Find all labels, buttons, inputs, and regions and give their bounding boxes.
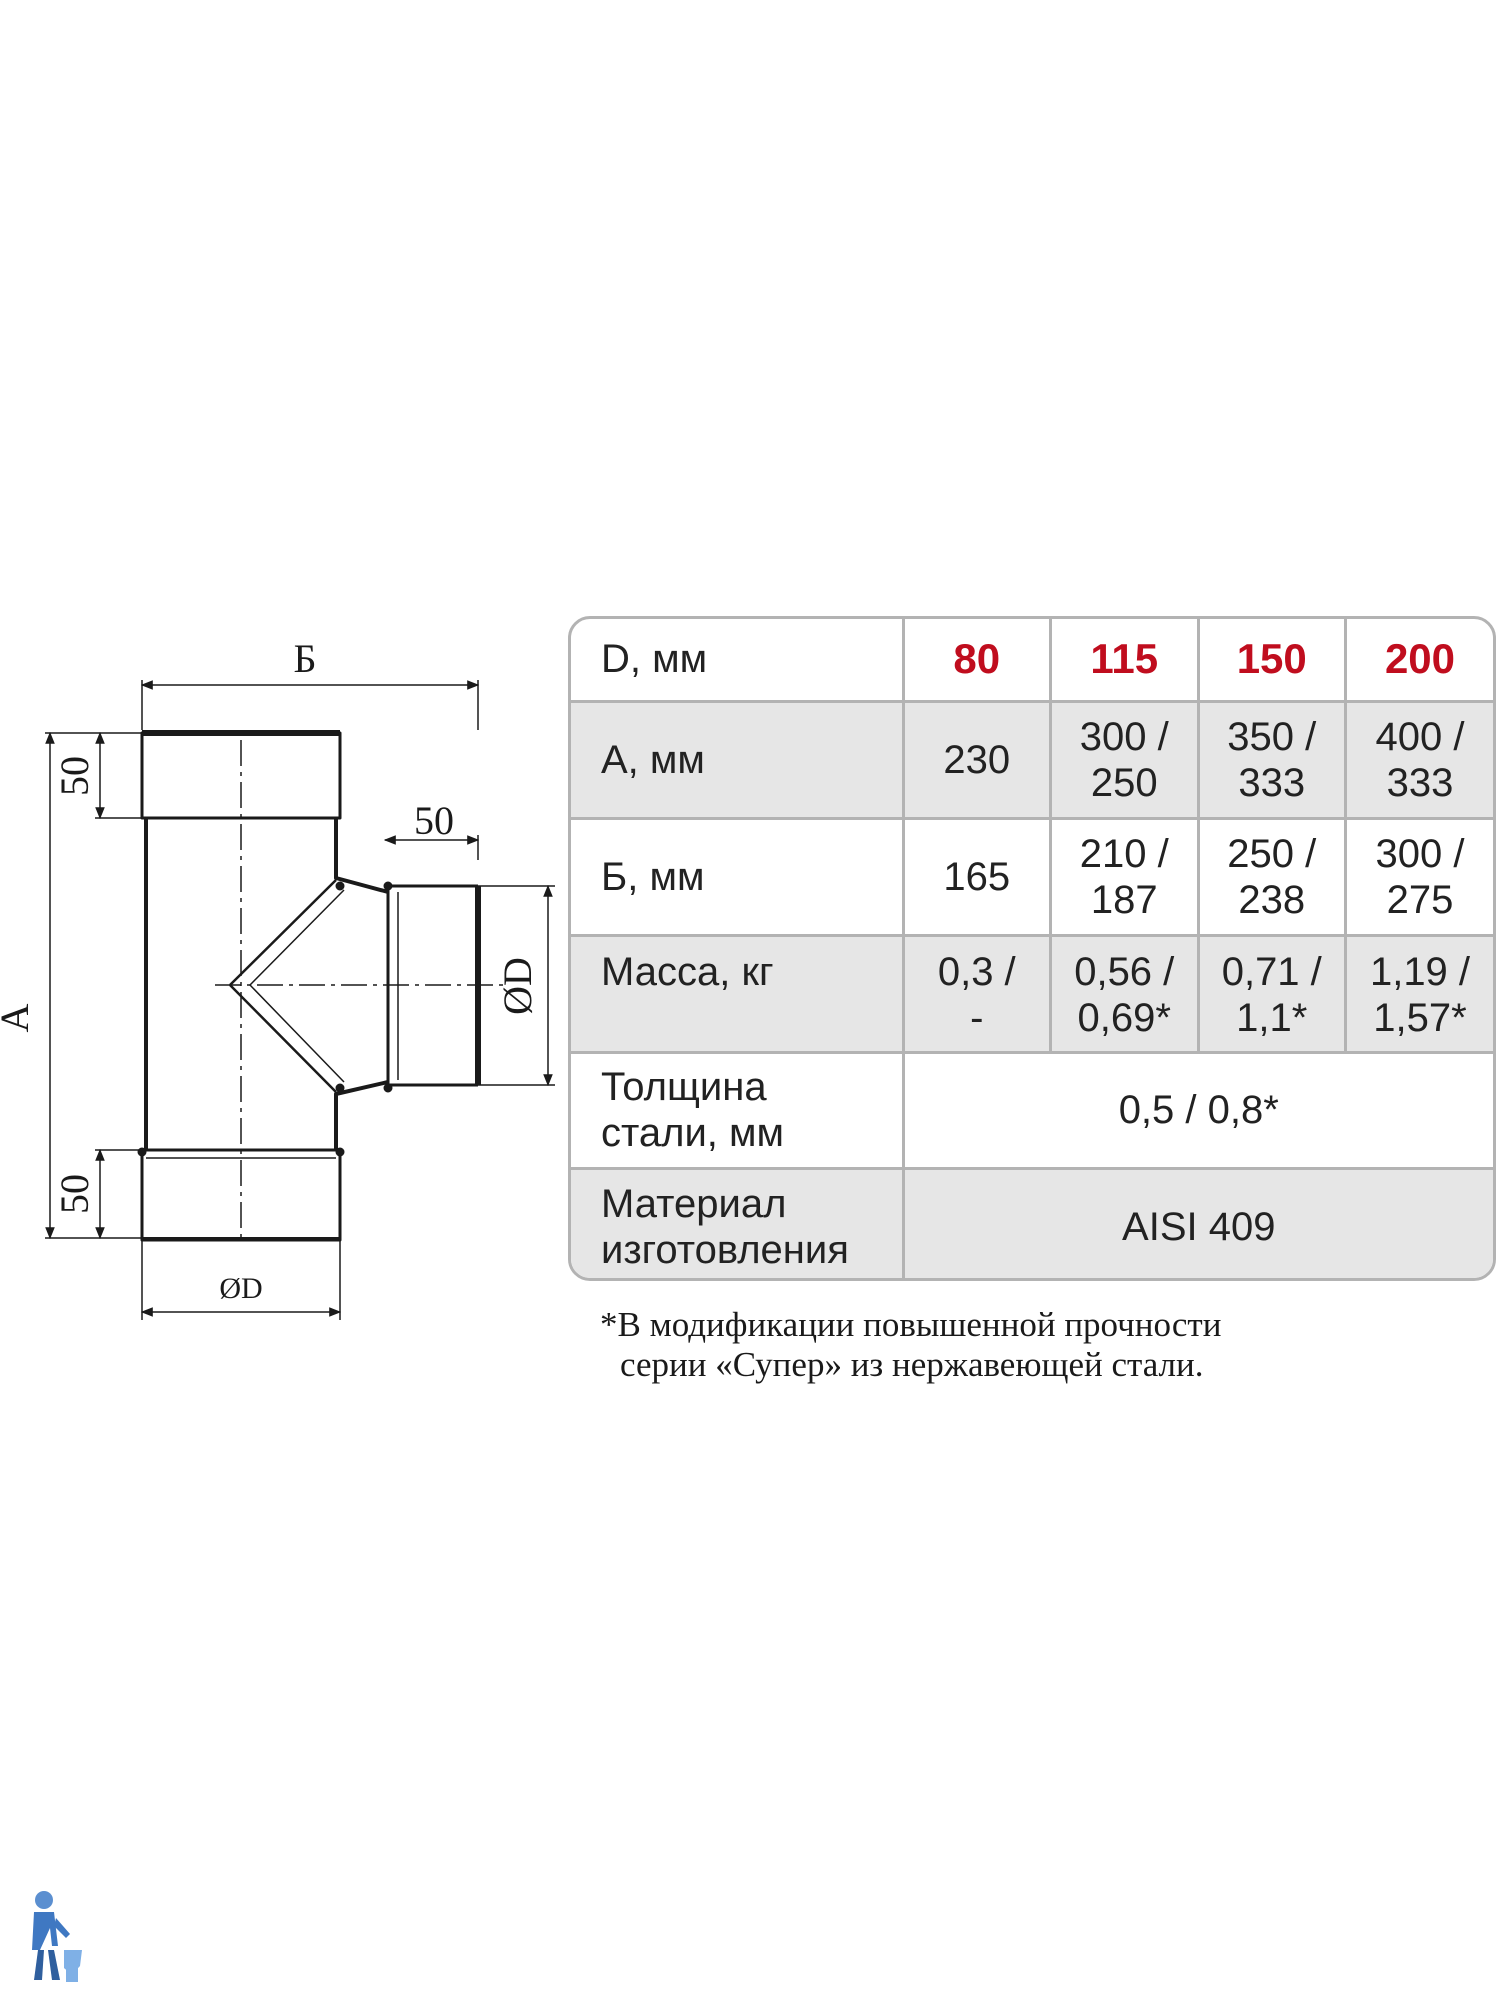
table-cell: 250 /238 <box>1196 816 1347 937</box>
branch-socket-label: 50 <box>414 798 454 843</box>
diameter-header-label: D, мм <box>571 619 905 703</box>
table-row: Масса, кг 0,3 /- 0,56 /0,69* 0,71 /1,1* … <box>571 933 1493 1054</box>
dimension-lines <box>45 680 553 1317</box>
plumber-figure-icon <box>32 1891 82 1982</box>
main-pipe-right-wall-upper <box>334 818 389 894</box>
table-cell: 1,19 /1,57* <box>1344 933 1493 1054</box>
branch-diameter-label: ØD <box>495 957 540 1015</box>
table-cell: 0,56 /0,69* <box>1049 933 1200 1054</box>
table-cell: 400 /333 <box>1344 699 1493 820</box>
table-cell: 0,3 /- <box>901 933 1052 1054</box>
tee-body <box>137 730 481 1242</box>
size-header: 200 <box>1344 619 1493 703</box>
footnote: *В модификации повышенной прочности сери… <box>600 1305 1460 1385</box>
top-socket-label: 50 <box>52 756 97 796</box>
bottom-diameter-label: ØD <box>219 1272 262 1305</box>
bottom-socket-label: 50 <box>52 1174 97 1214</box>
row-label: Масса, кг <box>571 933 905 1054</box>
material-value: AISI 409 <box>901 1166 1493 1278</box>
center-lines <box>215 740 505 1240</box>
size-header: 80 <box>901 619 1052 703</box>
table-cell: 350 /333 <box>1196 699 1347 820</box>
size-header: 150 <box>1196 619 1347 703</box>
table-cell: 210 /187 <box>1049 816 1200 937</box>
table-cell: 300 /275 <box>1344 816 1493 937</box>
footnote-line: серии «Супер» из нержавеющей стали. <box>620 1345 1204 1384</box>
footnote-line: *В модификации повышенной прочности <box>600 1305 1222 1344</box>
height-label: А <box>0 1003 37 1032</box>
table-cell: 165 <box>901 816 1052 937</box>
table-row: А, мм 230 300 /250 350 /333 400 /333 <box>571 699 1493 820</box>
table-header-row: D, мм 80 115 150 200 <box>571 619 1493 703</box>
width-label: Б <box>294 636 317 681</box>
row-label: Б, мм <box>571 816 905 937</box>
table-row: Б, мм 165 210 /187 250 /238 300 /275 <box>571 816 1493 937</box>
table-cell: 300 /250 <box>1049 699 1200 820</box>
bottom-socket <box>140 1148 342 1242</box>
main-pipe-right-wall-lower <box>334 1080 389 1150</box>
thickness-value: 0,5 / 0,8* <box>901 1050 1493 1170</box>
table-cell: 230 <box>901 699 1052 820</box>
table-cell: 0,71 /1,1* <box>1196 933 1347 1054</box>
spec-table: D, мм 80 115 150 200 А, мм 230 300 /250 … <box>568 616 1496 1281</box>
row-label: А, мм <box>571 699 905 820</box>
size-header: 115 <box>1049 619 1200 703</box>
